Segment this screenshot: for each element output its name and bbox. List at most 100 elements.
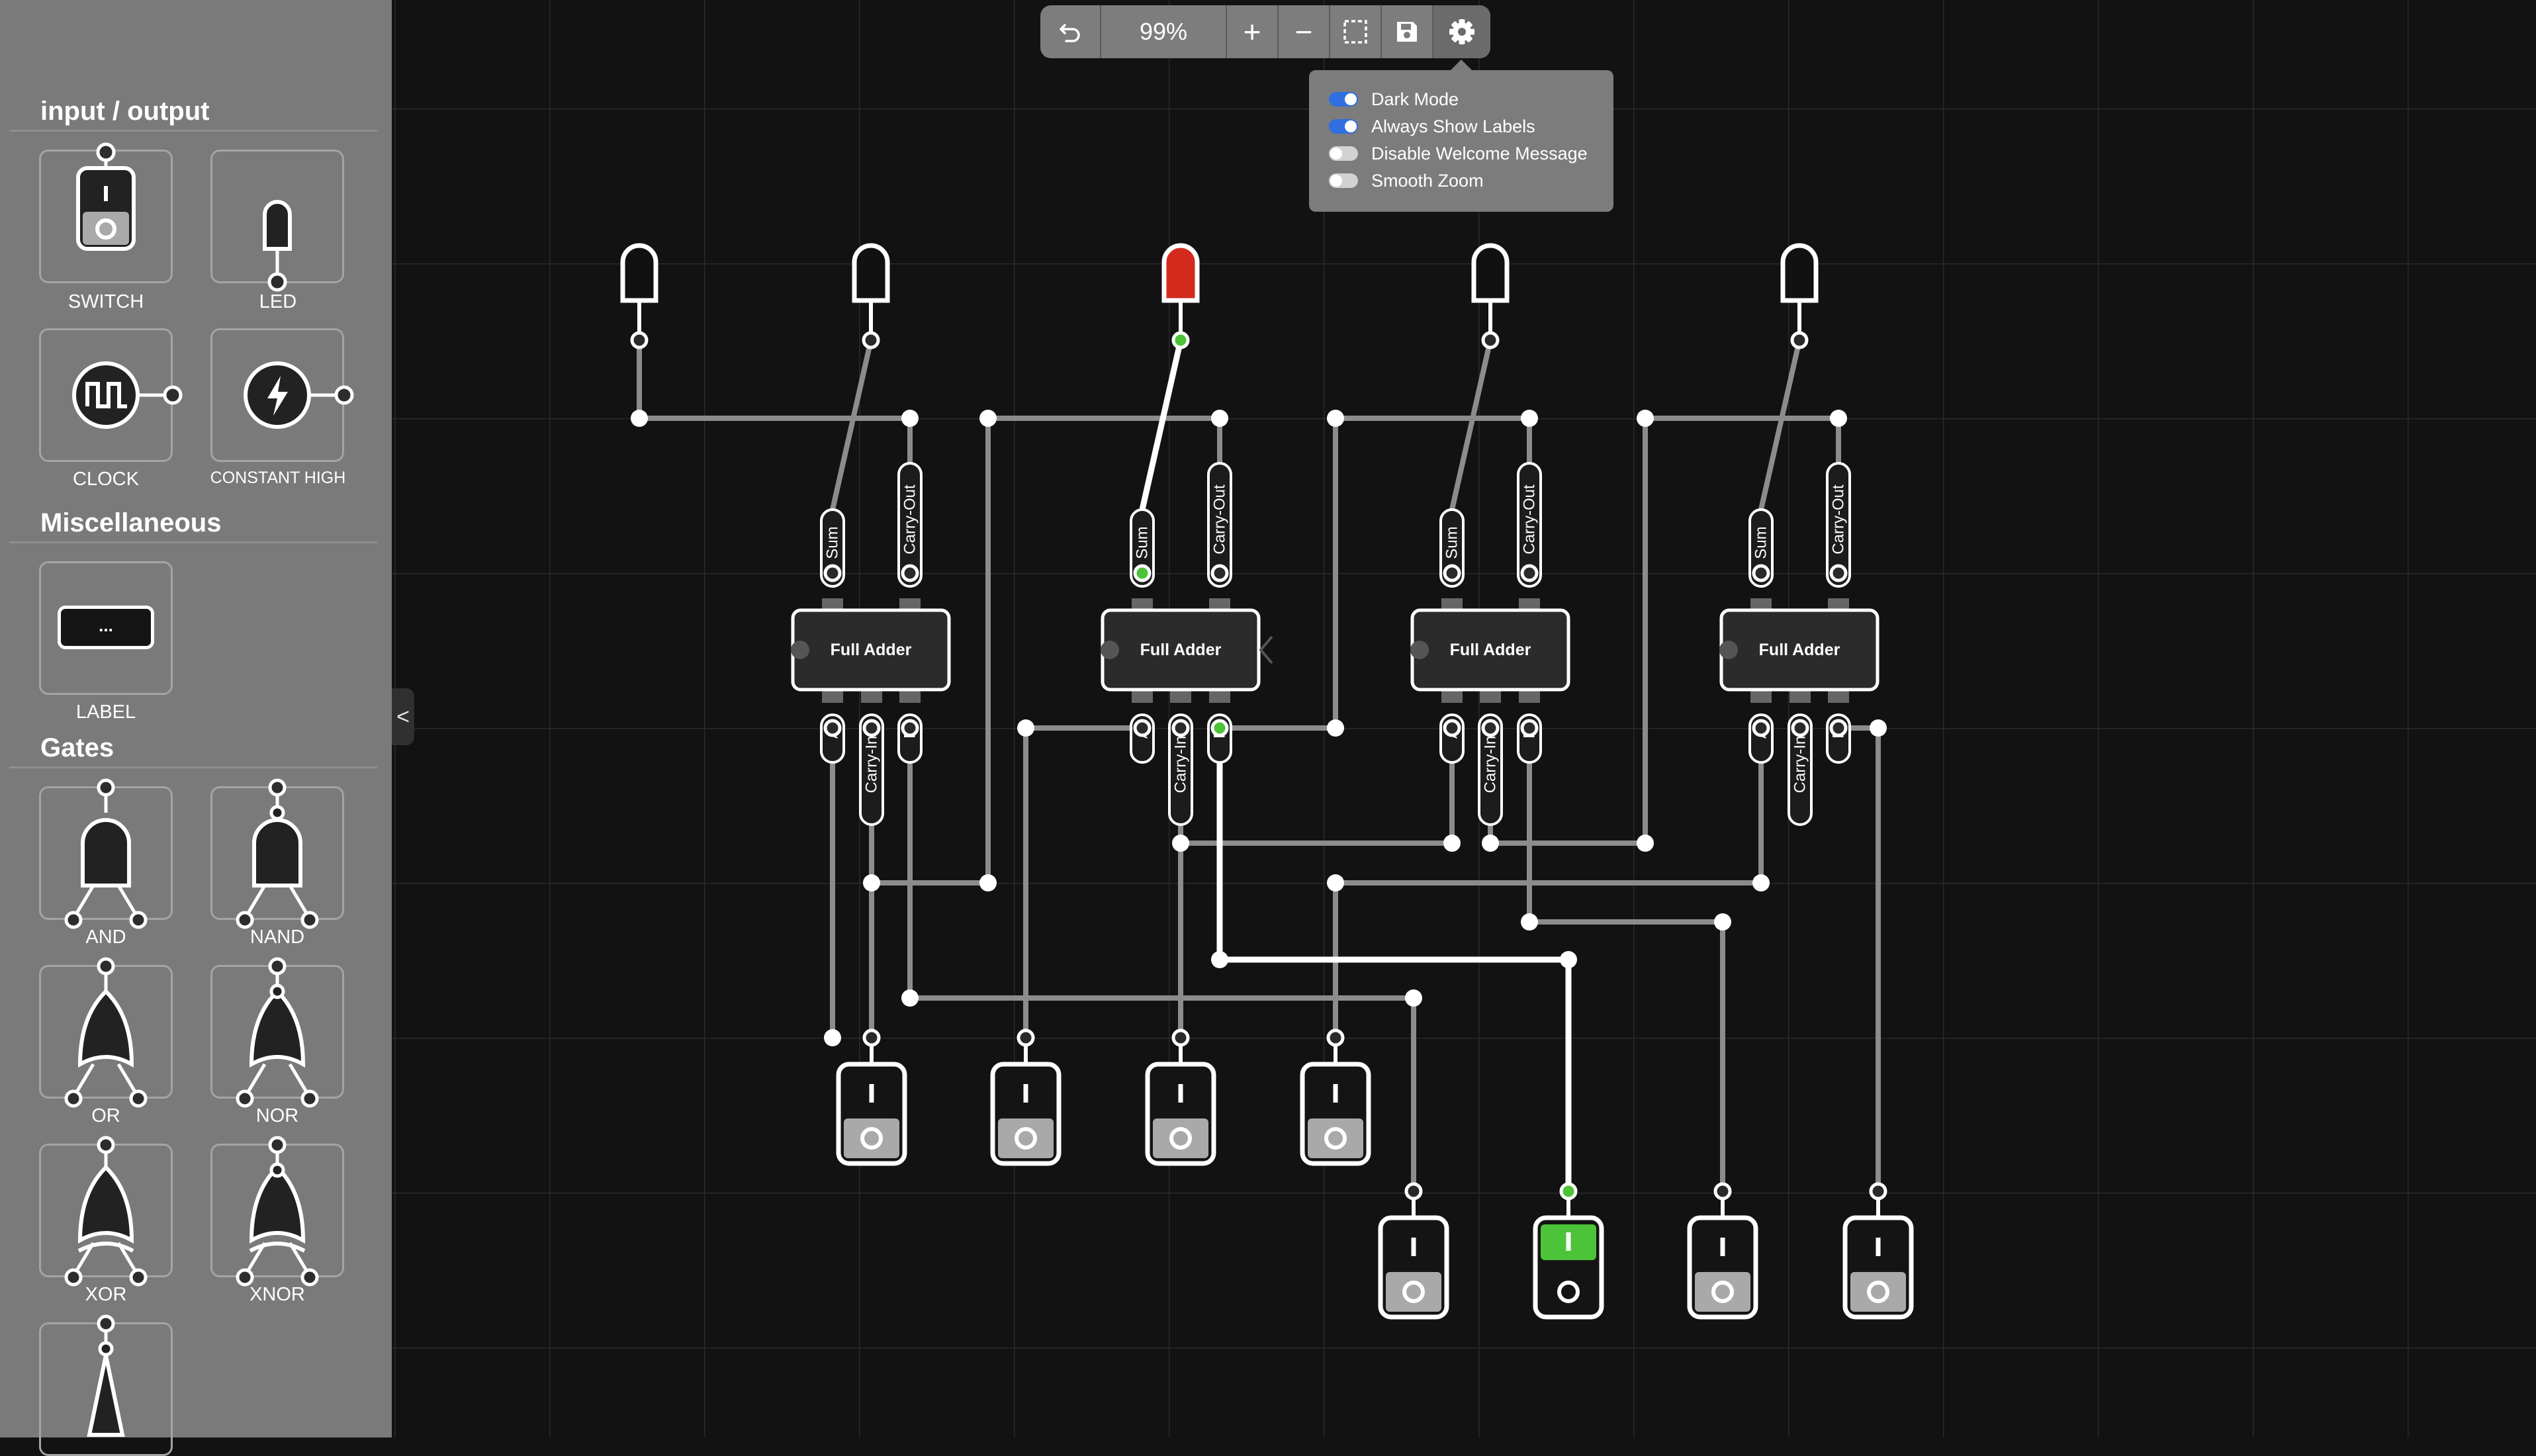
zoom-level: 99% bbox=[1139, 18, 1188, 45]
sidebar-item-nand[interactable] bbox=[210, 778, 344, 929]
wire-junction bbox=[1637, 410, 1654, 427]
input-switch bbox=[1300, 1038, 1371, 1166]
wire-junction bbox=[631, 410, 648, 427]
sidebar-label-xor: XOR bbox=[85, 1284, 127, 1305]
gear-icon bbox=[1449, 19, 1474, 44]
smooth-zoom-toggle[interactable] bbox=[1329, 173, 1358, 188]
disable-welcome-toggle[interactable] bbox=[1329, 146, 1358, 161]
pin-node bbox=[1481, 719, 1500, 737]
adder-pin-carry_out: Carry-Out bbox=[897, 462, 923, 588]
selection-icon bbox=[1343, 20, 1367, 44]
pin-label: Sum bbox=[824, 526, 842, 559]
full-adder-title: Full Adder bbox=[1450, 641, 1531, 659]
sidebar-item-xor[interactable] bbox=[39, 1136, 173, 1287]
pin-node bbox=[1171, 331, 1190, 349]
section-title-gates: Gates bbox=[40, 733, 114, 762]
section-divider bbox=[9, 130, 377, 132]
pin-node bbox=[1210, 719, 1229, 737]
pin-node bbox=[1326, 1028, 1345, 1047]
pin-label: Sum bbox=[1443, 526, 1461, 559]
toolbar-divider bbox=[1100, 5, 1101, 58]
label-preview: ... bbox=[58, 606, 154, 649]
save-icon bbox=[1397, 22, 1417, 42]
setting-always-show-labels[interactable]: Always Show Labels bbox=[1329, 113, 1535, 140]
setting-label: Always Show Labels bbox=[1371, 116, 1535, 136]
collapse-sidebar-button[interactable]: < bbox=[392, 688, 414, 745]
toolbar-divider bbox=[1277, 5, 1279, 58]
select-area-button[interactable] bbox=[1330, 5, 1381, 58]
wire-junction bbox=[1482, 835, 1499, 852]
wire-junction bbox=[1637, 835, 1654, 852]
sidebar-item-nor[interactable] bbox=[210, 957, 344, 1108]
section-divider bbox=[9, 541, 377, 543]
sidebar-item-label[interactable]: ... bbox=[39, 561, 173, 695]
sidebar-item-switch[interactable] bbox=[39, 142, 173, 283]
settings-button[interactable] bbox=[1433, 5, 1490, 58]
wire bbox=[1449, 338, 1493, 512]
sidebar-item-constant-high[interactable] bbox=[210, 328, 354, 462]
sidebar-item-and[interactable] bbox=[39, 778, 173, 929]
zoom-out-button[interactable]: − bbox=[1294, 15, 1313, 49]
toolbar-divider bbox=[1432, 5, 1433, 58]
pin-node bbox=[1443, 719, 1461, 737]
pin-node bbox=[1017, 1028, 1035, 1047]
chevron-left-icon bbox=[1259, 635, 1273, 664]
toolbar: 99% + − bbox=[1040, 5, 1490, 58]
setting-label: Dark Mode bbox=[1371, 89, 1459, 109]
pin-node bbox=[1559, 1182, 1578, 1201]
pin-node bbox=[901, 719, 919, 737]
led-icon bbox=[852, 243, 890, 303]
wire-junction bbox=[1752, 874, 1770, 891]
wire bbox=[1758, 338, 1802, 512]
pin-node bbox=[1443, 564, 1461, 582]
wire-junction bbox=[1327, 719, 1344, 737]
sidebar-label-nor: NOR bbox=[255, 1105, 299, 1126]
setting-smooth-zoom[interactable]: Smooth Zoom bbox=[1329, 167, 1484, 194]
pin-node bbox=[862, 331, 880, 349]
full-adder: Full Adder bbox=[1719, 598, 1879, 703]
always-show-labels-toggle[interactable] bbox=[1329, 119, 1358, 134]
settings-panel: Dark Mode Always Show Labels Disable Wel… bbox=[1309, 70, 1613, 212]
pin-label: Carry-Out bbox=[901, 484, 919, 555]
sidebar-item-led[interactable] bbox=[210, 150, 344, 292]
pin-node bbox=[1481, 331, 1500, 349]
and-gate-icon bbox=[64, 778, 148, 929]
full-adder: Full Adder bbox=[791, 598, 951, 703]
full-adder-title: Full Adder bbox=[1140, 641, 1222, 659]
full-adder-title: Full Adder bbox=[1759, 641, 1840, 659]
pin-node bbox=[1171, 1028, 1190, 1047]
dark-mode-toggle[interactable] bbox=[1329, 92, 1358, 107]
sidebar-item-or[interactable] bbox=[39, 957, 173, 1108]
pin-node bbox=[1829, 719, 1848, 737]
pin-node bbox=[1210, 564, 1229, 582]
led-icon bbox=[1471, 243, 1510, 303]
setting-dark-mode[interactable]: Dark Mode bbox=[1329, 86, 1459, 113]
pin-node bbox=[1133, 564, 1152, 582]
save-button[interactable] bbox=[1382, 5, 1432, 58]
sidebar-item-clock[interactable] bbox=[39, 328, 183, 462]
setting-disable-welcome-message[interactable]: Disable Welcome Message bbox=[1329, 140, 1588, 167]
sidebar-label-nand: NAND bbox=[249, 927, 305, 948]
pin-label: Carry-Out bbox=[1830, 484, 1848, 555]
pin-node bbox=[862, 719, 881, 737]
pin-node bbox=[1713, 1182, 1732, 1201]
adder-pin-carry_out: Carry-Out bbox=[1207, 462, 1232, 588]
zoom-in-button[interactable]: + bbox=[1243, 15, 1261, 49]
section-title-input-output: input / output bbox=[40, 97, 210, 126]
section-title-miscellaneous: Miscellaneous bbox=[40, 508, 222, 537]
xor-gate-icon bbox=[64, 1136, 148, 1287]
wire-junction bbox=[1830, 410, 1847, 427]
sidebar-label-or: OR bbox=[91, 1105, 120, 1126]
sidebar-item-buffer[interactable] bbox=[39, 1314, 173, 1456]
full-adder: Full Adder bbox=[1410, 598, 1570, 703]
nand-gate-icon bbox=[236, 778, 319, 929]
wire-powered bbox=[1139, 337, 1184, 513]
led-icon bbox=[620, 243, 658, 303]
adder-pin-carry_in: Carry-In bbox=[1478, 713, 1503, 826]
sidebar-item-xnor[interactable] bbox=[210, 1136, 344, 1287]
led-icon bbox=[1161, 243, 1200, 303]
pin-label: Carry-In bbox=[1482, 736, 1500, 794]
pin-node bbox=[901, 564, 919, 582]
undo-button[interactable] bbox=[1040, 5, 1100, 58]
